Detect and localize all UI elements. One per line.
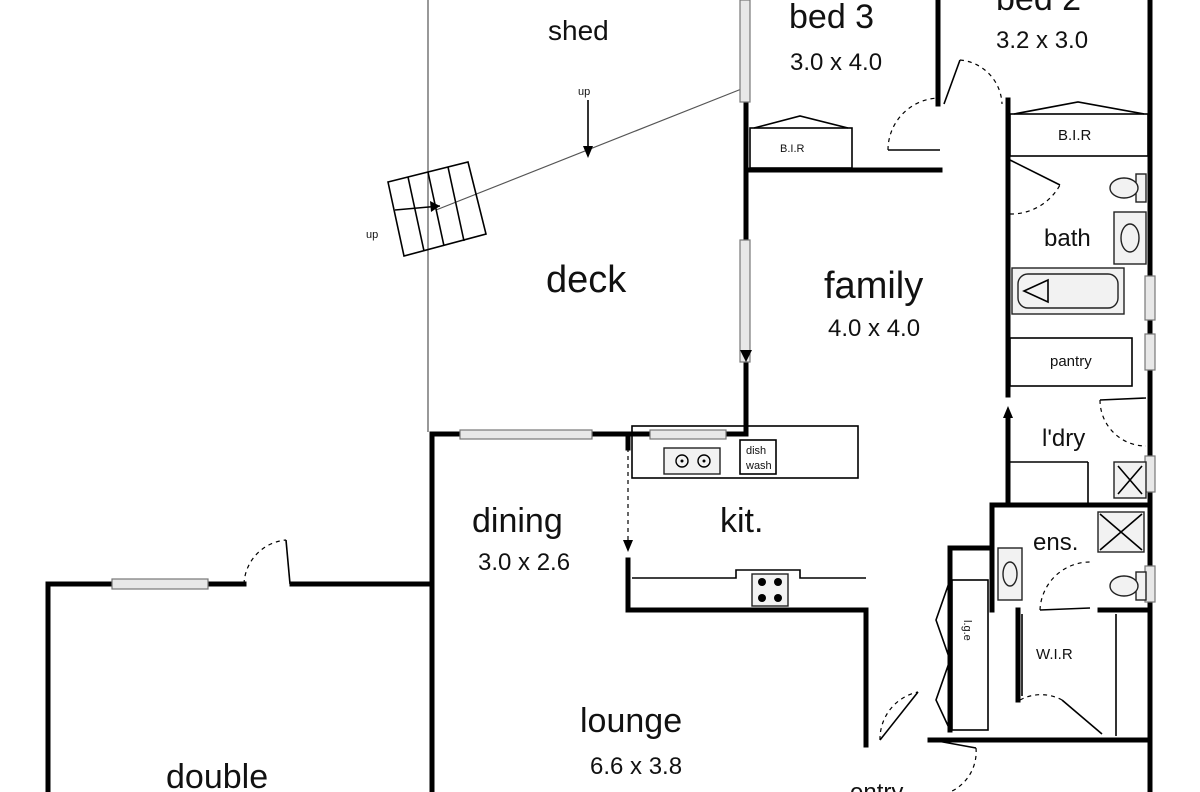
deck-up-arrow: [583, 100, 593, 158]
ramp-up-label: up: [578, 86, 590, 98]
room-kitchen-name: kit.: [720, 502, 763, 540]
room-dining-name: dining: [472, 502, 563, 540]
room-wir-name: W.I.R: [1036, 646, 1073, 663]
room-bath-name: bath: [1044, 225, 1091, 252]
kitchen-bench: [631, 425, 859, 479]
room-lounge-name: lounge: [580, 702, 682, 740]
room-bed3-size: 3.0 x 4.0: [790, 49, 882, 76]
deck-boundary: [427, 0, 745, 432]
wardrobe-wir: [1021, 614, 1117, 736]
room-dining-size: 3.0 x 2.6: [478, 549, 570, 576]
room-bed2-size: 3.2 x 3.0: [996, 27, 1088, 54]
walls: [45, 0, 1153, 792]
windows: [111, 0, 1156, 603]
bathtub: [1011, 267, 1125, 315]
room-ensuite-name: ens.: [1033, 529, 1078, 556]
stairs-up-label: up: [366, 229, 378, 241]
doors: [243, 59, 1147, 792]
toilet-ensuite: [1109, 571, 1147, 601]
room-bir-right-name: B.I.R: [1058, 127, 1092, 144]
room-entry-name: entry: [850, 779, 903, 792]
room-deck-name: deck: [546, 259, 627, 301]
room-family-name: family: [824, 265, 923, 307]
vanity-ensuite: [997, 547, 1023, 601]
dishwasher-label-1: dish: [746, 445, 766, 457]
stairs: [387, 161, 487, 257]
laundry-trough: [1010, 461, 1147, 504]
room-garage-name: double: [166, 758, 268, 792]
shower-ensuite: [1097, 511, 1145, 553]
room-shed-name: shed: [548, 15, 609, 46]
room-lounge-size: 6.6 x 3.8: [590, 753, 682, 780]
linen-cupboard: [935, 579, 989, 731]
built-in-robes: [749, 101, 1149, 169]
dishwasher-label-2: wash: [745, 460, 772, 472]
room-family-size: 4.0 x 4.0: [828, 315, 920, 342]
room-pantry-name: pantry: [1050, 353, 1092, 370]
room-bed3-name: bed 3: [789, 0, 874, 36]
cooktop-bench: [632, 569, 866, 607]
room-linen-name: l.g.e: [961, 620, 973, 641]
pantry-shelf: [1009, 337, 1133, 387]
vanity-bath: [1113, 211, 1147, 265]
room-laundry-name: l'dry: [1042, 425, 1085, 452]
room-bir-left-name: B.I.R: [780, 143, 805, 155]
toilet-bath: [1109, 173, 1147, 203]
room-bed2-name: bed 2: [996, 0, 1081, 18]
